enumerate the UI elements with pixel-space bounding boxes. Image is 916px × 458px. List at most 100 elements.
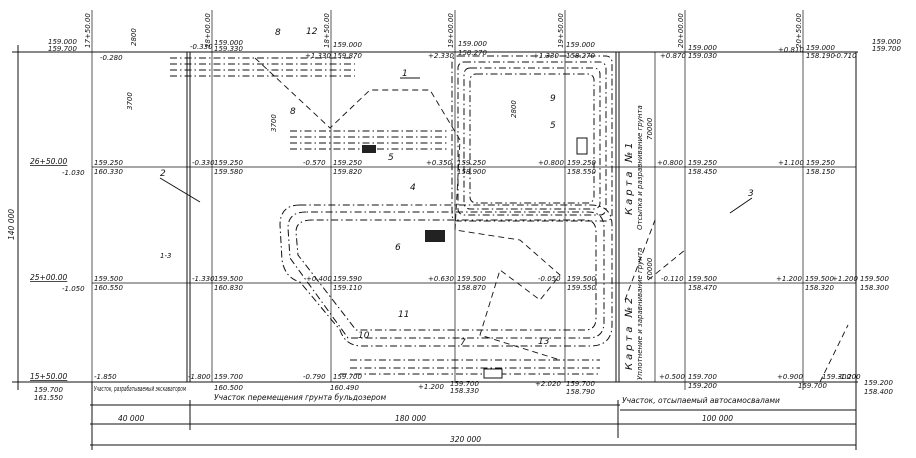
dimension-label: 180 000 <box>395 414 426 423</box>
zone-bulldozer: Участок перемещения грунта бульдозером <box>214 393 387 402</box>
elevation: 160.830 <box>214 284 243 292</box>
callout-label: 6 <box>395 243 401 253</box>
elevation: 159.110 <box>333 284 362 292</box>
elevation: -1.800 <box>188 373 211 381</box>
elevation: 158.790 <box>566 388 595 396</box>
elevation: 158.400 <box>864 388 893 396</box>
station-label: 15+50.00 <box>30 372 68 381</box>
station-label: 18+50.00 <box>323 13 331 48</box>
zone-excavator: Участок, разрабатываемый экскаватором <box>94 385 186 393</box>
elevation: 159.000 <box>806 44 835 52</box>
elevation: -0.110 <box>661 275 684 283</box>
elevation: -0.280 <box>100 54 123 62</box>
elevation: 159.700 <box>34 386 63 394</box>
elevation: 159.500 <box>688 275 717 283</box>
station-label: 19+50.00 <box>557 13 565 48</box>
map1-length: 70000 <box>646 117 654 140</box>
elevation: -0.790 <box>303 373 326 381</box>
elevation: 159.700 <box>450 380 479 388</box>
elevation: 159.200 <box>688 382 717 390</box>
dimensions: 40 000 180 000 100 000 320 000 140 000 <box>7 209 857 450</box>
station-labels: 17+50.00 18+00.00 18+50.00 19+00.00 19+5… <box>30 13 803 381</box>
elevation: 159.700 <box>214 373 243 381</box>
boundary-line <box>254 57 849 383</box>
callout-label: 8 <box>290 107 296 117</box>
elevation: 159.250 <box>333 159 362 167</box>
scraper-icon <box>425 230 445 242</box>
grid <box>12 10 858 390</box>
dimension-label: 40 000 <box>118 414 144 423</box>
callouts: 1 2 3 4 5 5 6 7 8 8 9 10 11 12 13 1-3 <box>159 27 754 348</box>
elevation: +1.200 <box>776 275 802 283</box>
elevation: 159.870 <box>333 52 362 60</box>
callout-label: 5 <box>550 121 556 131</box>
elevation: 159.250 <box>688 159 717 167</box>
elevation: 158.870 <box>457 284 486 292</box>
elevation: 159.500 <box>214 275 243 283</box>
truck-icon <box>483 368 503 379</box>
station-label: 19+00.00 <box>447 13 455 48</box>
elevation: 159.250 <box>214 159 243 167</box>
elevation: 158.190 <box>806 52 835 60</box>
elevation: 159.500 <box>567 275 596 283</box>
elevation: 159.500 <box>860 275 889 283</box>
elevation: 159.700 <box>798 382 827 390</box>
elevation: 158.330 <box>450 387 479 395</box>
elevation: -0.710 <box>834 52 857 60</box>
elevation: +0.800 <box>538 159 564 167</box>
elevation: +1.100 <box>778 159 804 167</box>
elevation: 160.490 <box>330 384 359 392</box>
elevation: 161.550 <box>34 394 63 402</box>
callout-label: 1-3 <box>160 252 171 260</box>
roller-icon <box>576 137 588 155</box>
bulldozer-icon <box>362 145 376 153</box>
elevation: +0.800 <box>657 159 683 167</box>
map1-loops <box>451 55 613 222</box>
elevation: -1.850 <box>94 373 117 381</box>
elevation: 159.030 <box>688 52 717 60</box>
station-label: 17+50.00 <box>84 13 92 48</box>
elevation: 159.000 <box>333 41 362 49</box>
elevation: +0.810 <box>778 46 804 54</box>
elevation: 158.320 <box>805 284 834 292</box>
elevation: -0.330 <box>192 159 215 167</box>
elevation: 158.450 <box>688 168 717 176</box>
callout-label: 3 <box>748 189 754 199</box>
map2-description: Уплотнение и заравнивание грунта <box>636 248 644 380</box>
elevation: -1.200 <box>838 373 861 381</box>
elevation: -0.050 <box>538 275 561 283</box>
excavator-tracks <box>170 57 448 153</box>
elevations-row4: -1.850 159.700 161.550 -1.800 159.700 16… <box>34 373 893 402</box>
elevation: 159.500 <box>805 275 834 283</box>
station-label: 20+00.00 <box>677 13 685 48</box>
callout-label: 5 <box>388 153 394 163</box>
map2-title: Карта №2 <box>624 295 635 370</box>
callout-label: 9 <box>550 94 556 104</box>
callout-label: 13 <box>538 337 550 347</box>
zone-dump: Участок, отсыпаемый автосамосвалами <box>622 396 780 405</box>
elevation: 159.550 <box>567 284 596 292</box>
station-label: 18+00.00 <box>204 13 212 48</box>
elevation: 159.000 <box>214 39 243 47</box>
elevation: 159.000 <box>566 41 595 49</box>
elevation: 159.590 <box>333 275 362 283</box>
elevation: 159.250 <box>457 159 486 167</box>
elevation: +0.900 <box>777 373 803 381</box>
dimension-label: 140 000 <box>7 209 16 240</box>
dimension-label: 100 000 <box>702 414 733 423</box>
elevation: 159.500 <box>94 275 123 283</box>
elevation: 159.700 <box>872 45 901 53</box>
map1-description: Отсыпка и разравнивание грунта <box>636 105 644 230</box>
elevation: 159.200 <box>864 379 893 387</box>
elevation: 159.500 <box>457 275 486 283</box>
track-width: 2800 <box>510 100 518 118</box>
track-width: 2800 <box>130 28 138 46</box>
elevation: +0.870 <box>660 52 686 60</box>
elevation: +1.200 <box>418 383 444 391</box>
elevation: 160.550 <box>94 284 123 292</box>
elevation: 158.550 <box>567 168 596 176</box>
callout-label: 1 <box>402 69 408 79</box>
elevation: +2.330 <box>428 52 454 60</box>
elevation: 158.900 <box>457 168 486 176</box>
elevation: 159.000 <box>872 38 901 46</box>
